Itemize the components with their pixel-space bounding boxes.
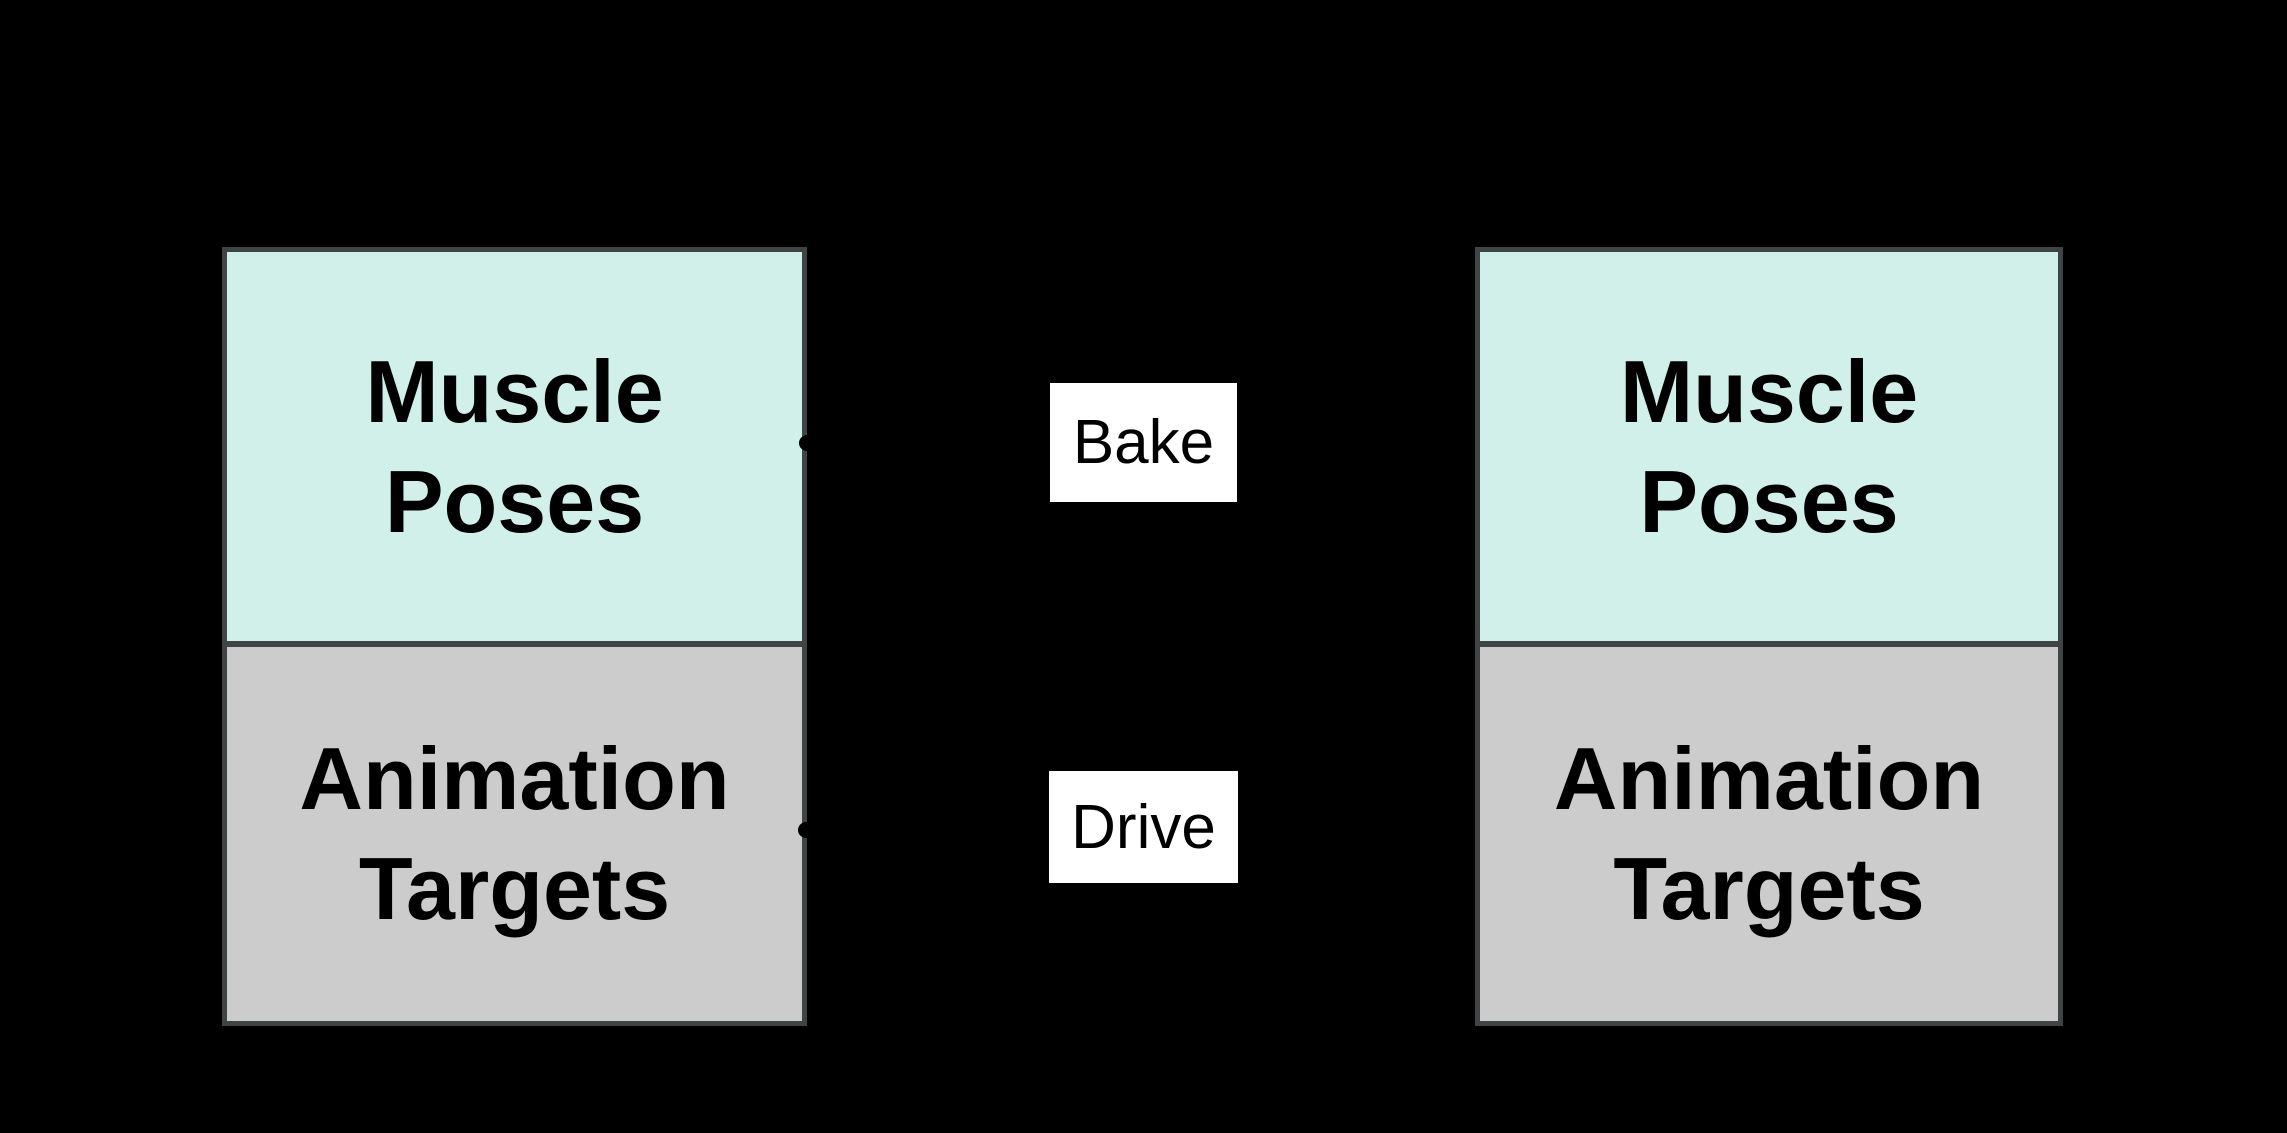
bake-edge-endpoint-dot [799, 435, 815, 451]
result-muscle-poses-section: Muscle Poses [1480, 252, 2058, 641]
muscle-poses-label-line2: Poses [1639, 451, 1899, 551]
result-stack-box: Muscle Poses Animation Targets [1475, 247, 2063, 1026]
source-muscle-poses-section: Muscle Poses [227, 252, 802, 641]
source-stack-box: Muscle Poses Animation Targets [222, 247, 807, 1026]
section-divider [1480, 641, 2058, 647]
animation-targets-label-line2: Targets [1613, 839, 1925, 938]
source-animation-targets-section: Animation Targets [227, 647, 802, 1021]
muscle-poses-label-line2: Poses [384, 451, 645, 551]
animation-targets-label-line1: Animation [299, 729, 730, 828]
drive-edge-endpoint-dot [798, 822, 814, 838]
muscle-poses-label-line1: Muscle [1619, 341, 1919, 441]
drive-edge-label: Drive [1049, 771, 1238, 883]
section-divider [227, 641, 802, 647]
animation-targets-label-line1: Animation [1553, 729, 1985, 828]
bake-edge-label: Bake [1050, 383, 1237, 502]
result-animation-targets-section: Animation Targets [1480, 647, 2058, 1021]
animation-targets-label-line2: Targets [358, 839, 671, 938]
muscle-poses-label-line1: Muscle [365, 341, 664, 441]
